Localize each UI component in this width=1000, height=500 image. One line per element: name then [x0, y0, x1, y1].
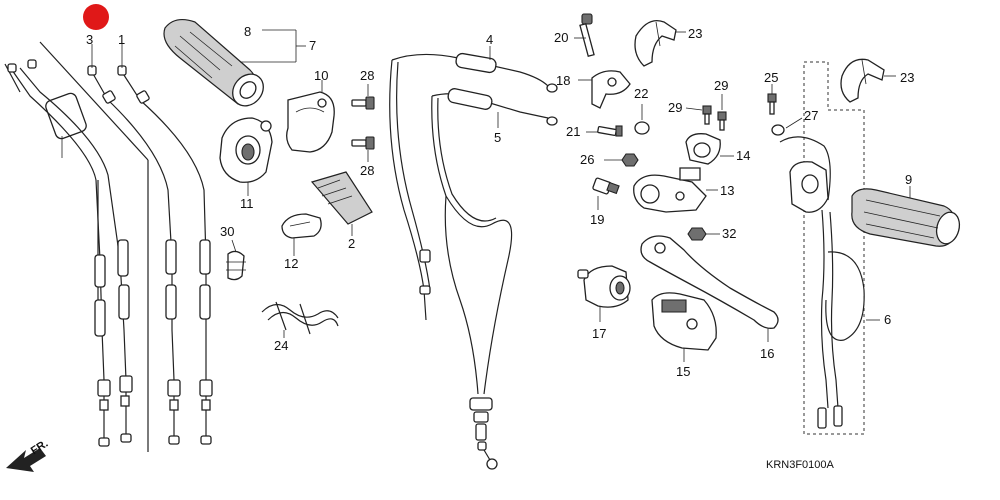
callout-1: 1 — [118, 32, 125, 47]
clip-parts — [226, 239, 339, 338]
throttle-housing-parts — [219, 80, 373, 256]
callout-28-top: 28 — [360, 68, 374, 83]
callout-30: 30 — [220, 224, 234, 239]
callout-28-bottom: 28 — [360, 163, 374, 178]
throttle-cable-group — [4, 41, 213, 452]
callout-2: 2 — [348, 236, 355, 251]
callout-18: 18 — [556, 73, 570, 88]
callout-8: 8 — [244, 24, 251, 39]
callout-13: 13 — [720, 183, 734, 198]
callout-4: 4 — [486, 32, 493, 47]
callout-17: 17 — [592, 326, 606, 341]
callout-16: 16 — [760, 346, 774, 361]
right-grip-harness — [767, 61, 961, 435]
callout-9: 9 — [905, 172, 912, 187]
throttle-grip-assembly — [163, 18, 306, 107]
callout-19: 19 — [590, 212, 604, 227]
callout-32: 32 — [722, 226, 736, 241]
callout-22: 22 — [634, 86, 648, 101]
bolt-group-28 — [351, 84, 375, 162]
callout-25: 25 — [764, 70, 778, 85]
callout-3: 3 — [86, 32, 93, 47]
callout-labels: 3 1 8 7 10 11 2 12 30 24 28 28 4 5 20 18… — [29, 24, 915, 471]
callout-7: 7 — [309, 38, 316, 53]
callout-21: 21 — [566, 124, 580, 139]
callout-29-right: 29 — [714, 78, 728, 93]
callout-29-left: 29 — [668, 100, 682, 115]
front-direction-arrow — [6, 448, 46, 472]
cable-straps-23 — [634, 19, 896, 103]
diagram-code: KRN3F0100A — [766, 459, 835, 471]
clutch-lever-assembly — [574, 13, 779, 342]
callout-23-right: 23 — [900, 70, 914, 85]
callout-26: 26 — [580, 152, 594, 167]
callout-24: 24 — [274, 338, 288, 353]
highlight-marker — [83, 4, 109, 30]
callout-10: 10 — [314, 68, 328, 83]
callout-27: 27 — [804, 108, 818, 123]
callout-12: 12 — [284, 256, 298, 271]
callout-11: 11 — [240, 196, 254, 211]
callout-23-left: 23 — [688, 26, 702, 41]
callout-6: 6 — [884, 312, 891, 327]
callout-14: 14 — [736, 148, 750, 163]
callout-15: 15 — [676, 364, 690, 379]
switch-parts — [577, 265, 717, 362]
callout-5: 5 — [494, 130, 501, 145]
callout-20: 20 — [554, 30, 568, 45]
clutch-cable — [389, 46, 558, 470]
